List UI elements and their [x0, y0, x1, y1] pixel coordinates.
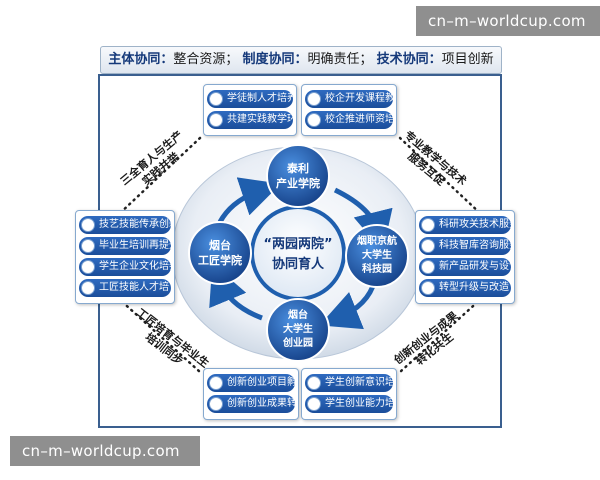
pill-item: 学生创业能力培养: [305, 395, 393, 413]
connector-top-left: [116, 136, 202, 217]
box-bottom-right: 学生创新意识培育 学生创业能力培养: [301, 368, 397, 420]
center-circle: [250, 205, 346, 301]
bullet-icon: [307, 376, 321, 390]
bullet-icon: [307, 92, 321, 106]
pill-label: 学徒制人才培养: [227, 93, 293, 104]
bullet-icon: [209, 113, 223, 127]
pill-label: 科技智库咨询服务: [439, 240, 511, 251]
pill-item: 学生创新意识培育: [305, 374, 393, 392]
watermark-top: cn–m–worldcup.com: [416, 6, 600, 36]
bullet-icon: [81, 218, 95, 232]
arrow-left-to-top: [217, 177, 281, 224]
connector-top-right: [398, 136, 484, 217]
pill-label: 工匠技能人才培育: [99, 282, 171, 293]
bullet-icon: [209, 376, 223, 390]
pill-label: 校企推进师资培养: [325, 114, 393, 125]
banner-value-subject: 整合资源；: [173, 52, 239, 67]
box-right: 科研攻关技术服务 科技智库咨询服务 新产品研发与设计 转型升级与改造: [415, 210, 515, 304]
pill-label: 学生创新意识培育: [325, 377, 393, 388]
pill-label: 转型升级与改造: [439, 282, 509, 293]
pill-item: 创新创业成果转化: [207, 395, 295, 413]
node-bottom-line3: 创业园: [282, 336, 313, 349]
connector-bottom-left: [116, 296, 202, 374]
pill-label: 科研攻关技术服务: [439, 219, 511, 230]
pill-item: 共建实践教学环境: [207, 111, 293, 129]
watermark-bottom: cn–m–worldcup.com: [10, 436, 200, 466]
box-top-right: 校企开发课程教材 校企推进师资培养: [301, 84, 397, 136]
node-left: [188, 221, 252, 285]
pill-item: 科研攻关技术服务: [419, 216, 511, 234]
box-bottom-left: 创新创业项目孵化 创新创业成果转化: [203, 368, 299, 420]
pill-label: 创新创业项目孵化: [227, 377, 295, 388]
bullet-icon: [421, 281, 435, 295]
node-right-line3: 科技园: [362, 262, 392, 275]
center-title: “两园两院”: [263, 236, 332, 252]
bullet-icon: [307, 113, 321, 127]
node-top-line2: 产业学院: [276, 176, 320, 190]
node-right: [345, 224, 409, 288]
pill-label: 学生创业能力培养: [325, 398, 393, 409]
banner-key-tech: 技术协同：: [376, 52, 442, 67]
pill-item: 毕业生培训再提升: [79, 237, 171, 255]
pill-item: 创新创业项目孵化: [207, 374, 295, 392]
pill-label: 毕业生培训再提升: [99, 240, 171, 251]
bullet-icon: [307, 397, 321, 411]
node-right-line2: 大学生: [362, 248, 392, 261]
bullet-icon: [421, 239, 435, 253]
box-left: 技艺技能传承创新 毕业生培训再提升 学生企业文化培养 工匠技能人才培育: [75, 210, 175, 304]
box-top-left: 学徒制人才培养 共建实践教学环境: [203, 84, 297, 136]
node-top: [266, 144, 330, 208]
center-subtitle: 协同育人: [272, 256, 325, 272]
pill-label: 创新创业成果转化: [227, 398, 295, 409]
pill-item: 技艺技能传承创新: [79, 216, 171, 234]
node-right-line1: 烟职京航: [357, 234, 397, 247]
pill-label: 校企开发课程教材: [325, 93, 393, 104]
pill-label: 共建实践教学环境: [227, 114, 293, 125]
collaboration-banner: 主体协同：整合资源； 制度协同：明确责任； 技术协同：项目创新: [100, 46, 502, 74]
pill-item: 新产品研发与设计: [419, 258, 511, 276]
bullet-icon: [421, 218, 435, 232]
pill-item: 学生企业文化培养: [79, 258, 171, 276]
node-bottom: [266, 298, 330, 362]
bullet-icon: [81, 281, 95, 295]
pill-item: 科技智库咨询服务: [419, 237, 511, 255]
banner-value-tech: 项目创新: [441, 52, 494, 67]
node-left-line2: 工匠学院: [198, 253, 242, 267]
pill-item: 学徒制人才培养: [207, 90, 293, 108]
bullet-icon: [81, 260, 95, 274]
banner-value-system: 明确责任；: [307, 52, 373, 67]
node-top-line1: 泰利: [286, 161, 309, 175]
pill-label: 技艺技能传承创新: [99, 219, 171, 230]
banner-key-subject: 主体协同：: [108, 52, 174, 67]
bullet-icon: [81, 239, 95, 253]
pill-item: 校企推进师资培养: [305, 111, 393, 129]
banner-key-system: 制度协同：: [242, 52, 308, 67]
node-bottom-line1: 烟台: [288, 308, 308, 321]
node-left-line1: 烟台: [209, 238, 231, 252]
bullet-icon: [421, 260, 435, 274]
pill-item: 工匠技能人才培育: [79, 279, 171, 297]
pill-item: 转型升级与改造: [419, 279, 511, 297]
pill-label: 学生企业文化培养: [99, 261, 171, 272]
pill-label: 新产品研发与设计: [439, 261, 511, 272]
connector-bottom-right: [398, 296, 484, 374]
bullet-icon: [209, 397, 223, 411]
bullet-icon: [209, 92, 223, 106]
arrow-bottom-to-left: [209, 263, 263, 321]
node-bottom-line2: 大学生: [283, 322, 313, 335]
pill-item: 校企开发课程教材: [305, 90, 393, 108]
